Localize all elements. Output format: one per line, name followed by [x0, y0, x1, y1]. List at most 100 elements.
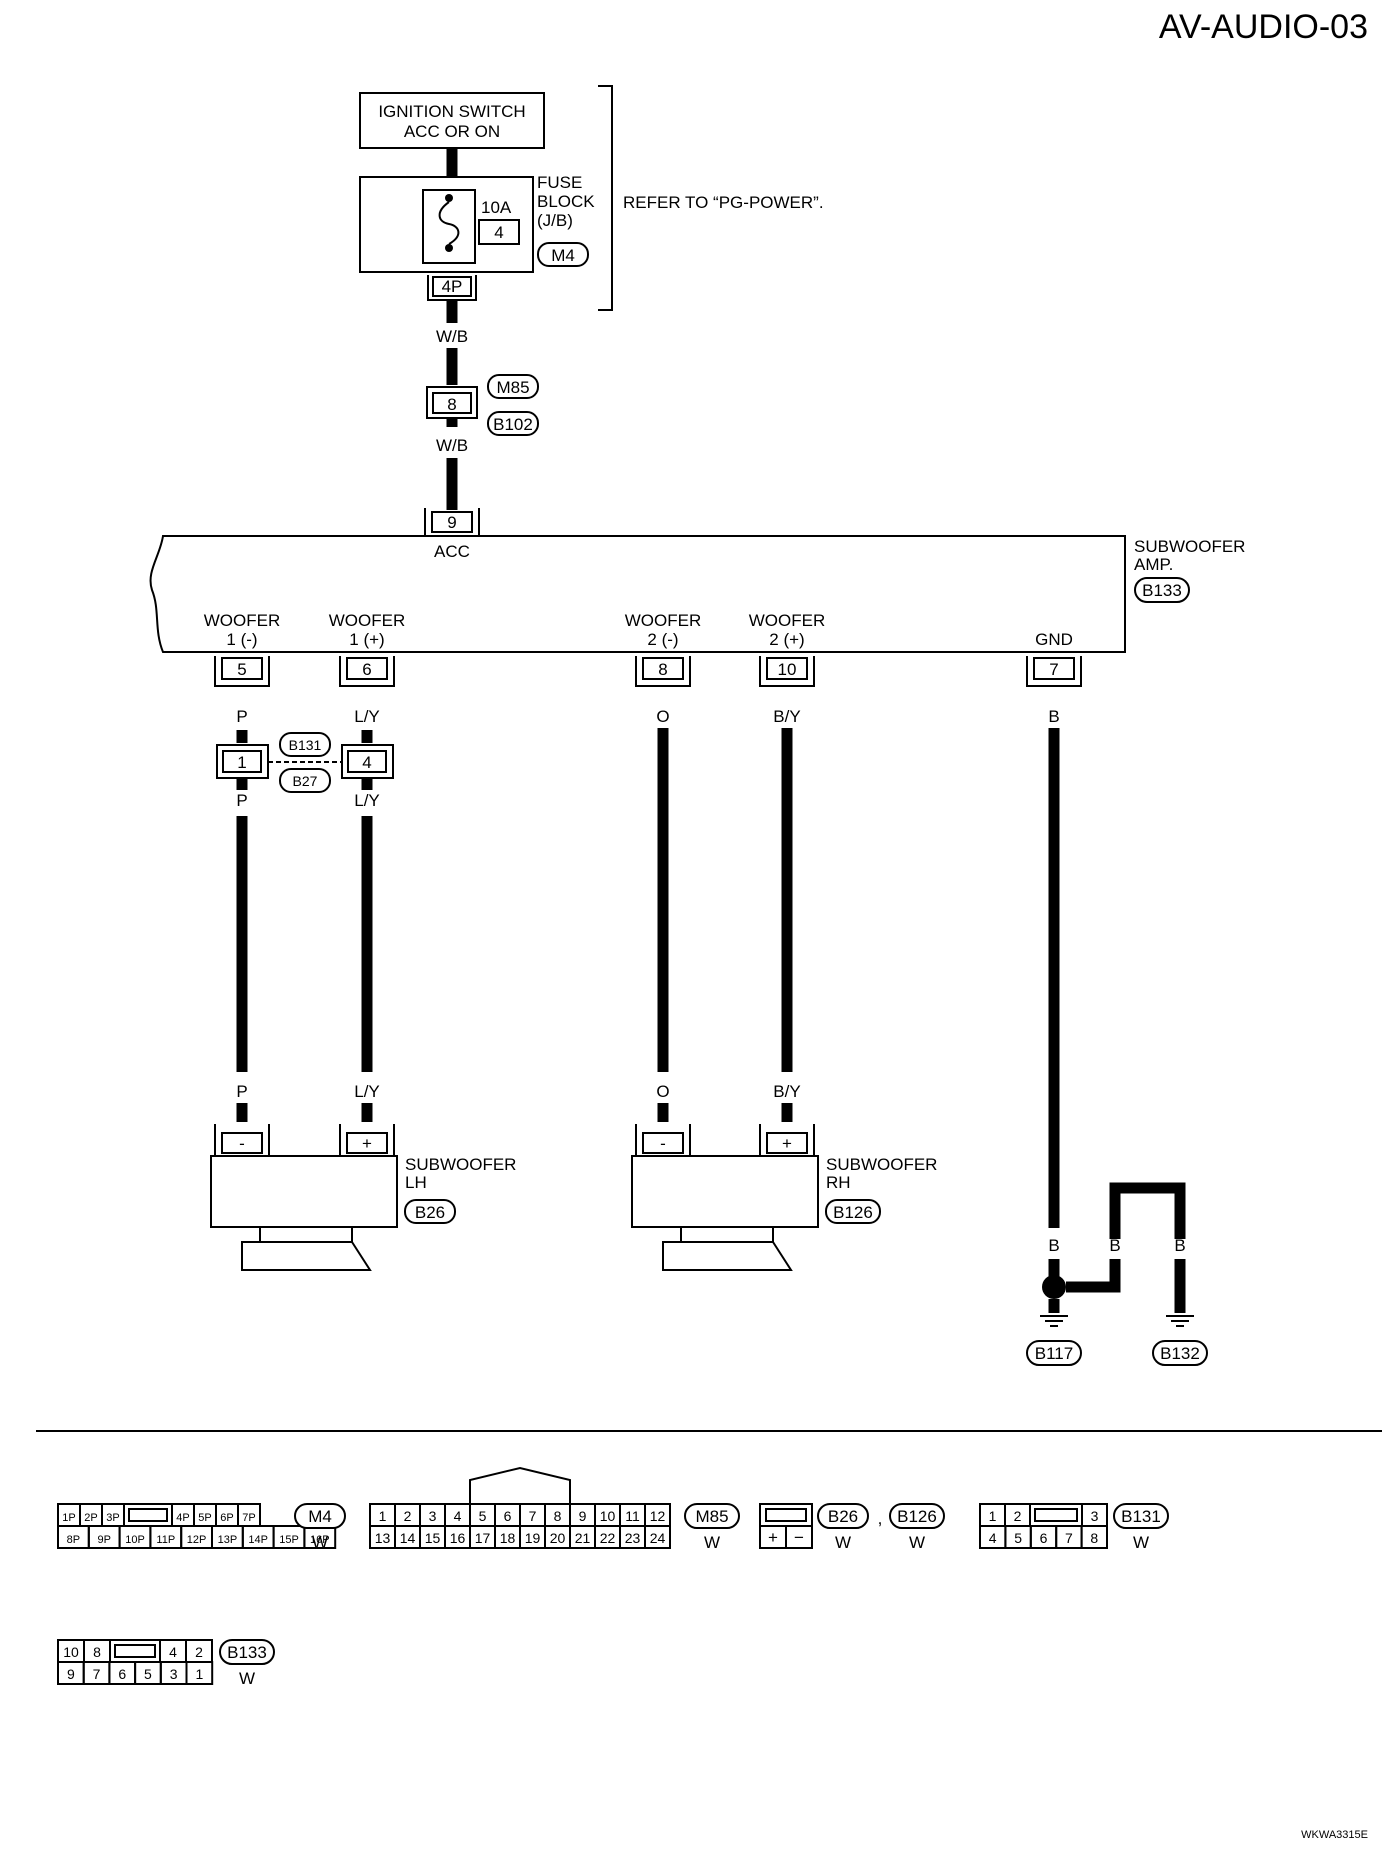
- m4-bottom-pin-12P: 12P: [187, 1534, 207, 1546]
- rh-speaker-cone: [662, 1227, 793, 1271]
- b26-connector-id-outline: [817, 1503, 869, 1529]
- ignition-label-line2: ACC OR ON: [404, 122, 500, 141]
- amp-terminal-5-number: 5: [237, 660, 246, 679]
- fuse-block-connector: M4: [551, 246, 575, 265]
- joint-terminal-number: 8: [447, 395, 456, 414]
- b133-bottom-cell-5: [185, 1661, 214, 1685]
- fuse-symbol: [438, 201, 460, 245]
- b26-housing: [759, 1503, 813, 1527]
- joint-connector-m85: M85: [496, 378, 529, 397]
- m85-top-pin-1: 1: [379, 1508, 387, 1524]
- amp-terminal-6: 6: [339, 656, 395, 687]
- b133-color: W: [239, 1669, 255, 1688]
- m85-top-pin-4: 4: [454, 1508, 462, 1524]
- amp-t5-line2: GND: [1035, 630, 1073, 649]
- ground-wire-color-1: B: [1048, 1236, 1059, 1255]
- b133-bottom-pin-6: 6: [118, 1666, 126, 1682]
- m85-bottom-pin-20: 20: [550, 1530, 566, 1546]
- amp-connector-b133: B133: [1142, 581, 1182, 600]
- joint-connector-b102: B102: [493, 415, 533, 434]
- acc-label: ACC: [434, 542, 470, 561]
- b133-connector-id: B133: [227, 1643, 267, 1662]
- b131-bottom-pin-6: 6: [1040, 1530, 1048, 1546]
- amp-terminal-7: 7: [1026, 656, 1082, 687]
- m85-connector-id-outline: [684, 1503, 740, 1529]
- inline-connector-b27: B27: [293, 773, 318, 789]
- amp-terminal-8: 8: [635, 656, 691, 687]
- b133-top-pin-10: 10: [63, 1644, 79, 1660]
- b131-bottom-pin-5: 5: [1014, 1530, 1022, 1546]
- inline-connector-4: 4: [341, 744, 394, 779]
- m85-color: W: [704, 1533, 720, 1552]
- ignition-switch-box: IGNITION SWITCH ACC OR ON: [359, 92, 545, 149]
- ground-section: B B B B117 B132: [1026, 1182, 1208, 1366]
- m85-bottom-pin-21: 21: [575, 1530, 591, 1546]
- ground-wire-color-2: B: [1109, 1236, 1120, 1255]
- b133-top-pin-8: 8: [93, 1644, 101, 1660]
- b26-bottom-pin-+: +: [768, 1528, 778, 1547]
- lh-name-line1: SUBWOOFER: [405, 1155, 516, 1174]
- lh-speaker-cone: [241, 1227, 372, 1271]
- wire-color-ly-1: L/Y: [354, 707, 380, 726]
- b131-connector-id: B131: [1121, 1507, 1161, 1526]
- m85-top-pin-8: 8: [554, 1508, 562, 1524]
- refer-bracket: [598, 85, 613, 311]
- b131-top-pin-3: 3: [1091, 1508, 1099, 1524]
- amp-t2-line1: WOOFER: [329, 611, 406, 630]
- b131-top-pin-2: 2: [1014, 1508, 1022, 1524]
- b133-bottom-pin-3: 3: [170, 1666, 178, 1682]
- b26-connector-id: B26: [828, 1507, 858, 1526]
- fuse-number: 4: [494, 223, 503, 242]
- m4-top-latch-icon: [128, 1508, 168, 1522]
- b131-top-cell-2: [1029, 1503, 1083, 1527]
- wire-color-by-1: B/Y: [773, 707, 800, 726]
- amp-terminal-6-number: 6: [362, 660, 371, 679]
- wire-color-p-3: P: [236, 1082, 247, 1101]
- m85-key-hood: [469, 1466, 571, 1504]
- b133-bottom-pin-9: 9: [67, 1666, 75, 1682]
- amp-terminal-10: 10: [759, 656, 815, 687]
- b131-color: W: [1133, 1533, 1149, 1552]
- amp-t2-line2: 1 (+): [349, 630, 384, 649]
- ground-b132: B132: [1160, 1344, 1200, 1363]
- fuse-block-label-3: (J/B): [537, 211, 573, 230]
- wire-color-by-2: B/Y: [773, 1082, 800, 1101]
- wire-color-p-1: P: [236, 707, 247, 726]
- ground-wire-color-3: B: [1174, 1236, 1185, 1255]
- inline-connector-1: 1: [216, 744, 269, 779]
- b26-color: W: [835, 1533, 851, 1552]
- b26-latch-icon: [765, 1508, 807, 1522]
- acc-terminal-number: 9: [447, 513, 456, 532]
- inline-connector-b131: B131: [289, 737, 322, 753]
- m4-color: W: [312, 1533, 328, 1552]
- b131-bottom-pin-8: 8: [1090, 1530, 1098, 1546]
- m85-bottom-pin-14: 14: [400, 1530, 416, 1546]
- m85-bottom-pin-24: 24: [650, 1530, 666, 1546]
- m85-bottom-pin-22: 22: [600, 1530, 616, 1546]
- refer-note: REFER TO “PG-POWER”.: [623, 193, 824, 212]
- fuse-top-contact: [445, 194, 453, 202]
- subwoofer-amp: ACC SUBWOOFER AMP. B133: [149, 535, 1245, 653]
- m4-top-pin-6P: 6P: [220, 1512, 233, 1524]
- fuse-terminal-label: 4P: [442, 277, 463, 296]
- m85-top-pin-3: 3: [429, 1508, 437, 1524]
- m85-bottom-pin-16: 16: [450, 1530, 466, 1546]
- fuse-amp: 10A: [481, 198, 512, 217]
- b131-bottom-cell-4: [1080, 1525, 1108, 1549]
- amp-terminal-5: 5: [214, 656, 270, 687]
- m4-top-pin-4P: 4P: [176, 1512, 189, 1524]
- b126-connector-id: B126: [897, 1507, 937, 1526]
- b131-top-latch-icon: [1034, 1508, 1078, 1522]
- b133-top-pin-4: 4: [169, 1644, 177, 1660]
- fuse-block-label-2: BLOCK: [537, 192, 595, 211]
- wire-color-b-gnd: B: [1048, 707, 1059, 726]
- amp-t4-line1: WOOFER: [749, 611, 826, 630]
- fuse-block-label-1: FUSE: [537, 173, 582, 192]
- m85-bottom-pin-23: 23: [625, 1530, 641, 1546]
- amp-t3-line2: 2 (-): [647, 630, 678, 649]
- subwoofer-rh: - + SUBWOOFER RH B126: [631, 1124, 937, 1271]
- wire-color-o-1: O: [656, 707, 669, 726]
- rh-plus-terminal: +: [782, 1134, 792, 1153]
- wire-color-p-2: P: [236, 791, 247, 810]
